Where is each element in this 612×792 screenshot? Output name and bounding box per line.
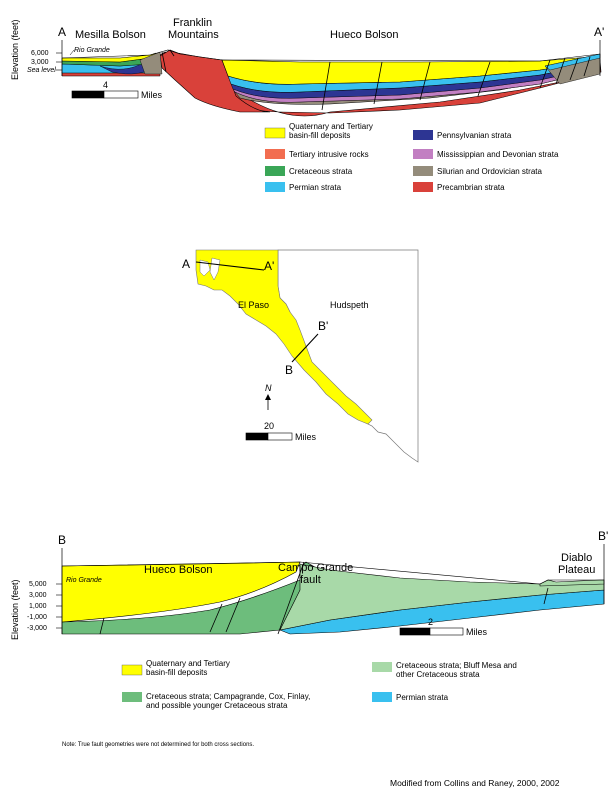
legend-a-label-7: Precambrian strata bbox=[437, 183, 505, 192]
map-notch-left bbox=[199, 259, 211, 277]
legend-b-swatch-0 bbox=[121, 664, 143, 676]
legend-a-label-4: Pennsylvanian strata bbox=[437, 131, 512, 140]
map-b-prime: B' bbox=[318, 319, 328, 333]
rio-grande-a: Rio Grande bbox=[74, 47, 110, 54]
legend-a-swatch-3 bbox=[265, 182, 285, 192]
legend-b-label-3: Permian strata bbox=[396, 693, 449, 702]
faults-a bbox=[161, 49, 591, 111]
ylabel-b: Elevation (feet) bbox=[10, 579, 20, 640]
legend-b-label-2: Cretaceous strata; Bluff Mesa and bbox=[396, 661, 517, 670]
fault-label-2: fault bbox=[300, 574, 321, 586]
region-franklin: Franklin bbox=[173, 17, 212, 29]
figure-note: Note: True fault geometries were not det… bbox=[62, 742, 254, 748]
map-hudspeth: Hudspeth bbox=[330, 300, 369, 310]
tick-a-3000: 3,000 bbox=[31, 59, 49, 66]
map-line-b bbox=[291, 333, 319, 363]
legend-a-swatch-4 bbox=[413, 130, 433, 140]
figure-credit: Modified from Collins and Raney, 2000, 2… bbox=[390, 778, 560, 788]
tick-b-minus1000: -1,000 bbox=[27, 614, 47, 621]
legend-a-label-0: Quaternary and Tertiary bbox=[289, 122, 373, 131]
region-mesilla: Mesilla Bolson bbox=[75, 29, 146, 41]
legend-a-swatch-0 bbox=[264, 127, 286, 139]
scale-b-value: 2 bbox=[428, 617, 433, 627]
map-a-prime: A' bbox=[264, 259, 274, 273]
legend-a-label-1: Tertiary intrusive rocks bbox=[289, 150, 369, 159]
rio-grande-b: Rio Grande bbox=[66, 577, 102, 584]
b-basin-fill bbox=[61, 561, 301, 623]
map-b: B bbox=[285, 363, 293, 377]
el-paso-county bbox=[195, 249, 373, 425]
tick-b-3000: 3,000 bbox=[29, 592, 47, 599]
legend-a-label-0b: basin-fill deposits bbox=[289, 131, 350, 140]
label-b-prime: B' bbox=[598, 529, 608, 543]
cross-section-a: A A' Elevation (feet) 6,000 3,000 Sea le… bbox=[10, 17, 604, 117]
legend-b-swatch-2 bbox=[372, 662, 392, 672]
legend-b-label-0: Quaternary and Tertiary bbox=[146, 659, 230, 668]
legend-a-swatch-7 bbox=[413, 182, 433, 192]
region-hueco-b: Hueco Bolson bbox=[144, 564, 213, 576]
legend-b-label-2b: other Cretaceous strata bbox=[396, 670, 480, 679]
legend-b-label-1b: and possible younger Cretaceous strata bbox=[146, 701, 288, 710]
mesilla-grey bbox=[139, 51, 163, 75]
legend-b-label-0b: basin-fill deposits bbox=[146, 668, 207, 677]
scale-a-value: 4 bbox=[103, 80, 108, 90]
map-line-a bbox=[195, 261, 265, 271]
surface-a bbox=[61, 49, 601, 62]
tick-a-sea-level: Sea level bbox=[27, 67, 56, 74]
plateau-label-2: Plateau bbox=[558, 564, 595, 576]
legend-b: Quaternary and Tertiary basin-fill depos… bbox=[121, 659, 517, 710]
legend-a-label-6: Silurian and Ordovician strata bbox=[437, 167, 542, 176]
legend-a: Quaternary and Tertiary basin-fill depos… bbox=[264, 122, 559, 192]
map-scale-unit: Miles bbox=[295, 432, 317, 442]
tick-b-1000: 1,000 bbox=[29, 603, 47, 610]
faults-b bbox=[99, 561, 549, 635]
fault-label-1: Campo Grande bbox=[278, 562, 353, 574]
scale-a-unit: Miles bbox=[141, 90, 163, 100]
tick-a-6000: 6,000 bbox=[31, 50, 49, 57]
hueco-basin-fill bbox=[221, 53, 601, 85]
legend-a-label-5: Mississippian and Devonian strata bbox=[437, 150, 559, 159]
plateau-label-1: Diablo bbox=[561, 552, 592, 564]
b-cretaceous-dark bbox=[61, 561, 321, 635]
map-scale-value: 20 bbox=[264, 421, 274, 431]
scale-b-unit: Miles bbox=[466, 627, 488, 637]
cross-section-b: B B' Elevation (feet) 5,000 3,000 1,000 … bbox=[10, 529, 608, 640]
legend-a-swatch-2 bbox=[265, 166, 285, 176]
north-arrow-icon bbox=[265, 394, 271, 410]
region-hueco-a: Hueco Bolson bbox=[330, 29, 399, 41]
label-a-prime: A' bbox=[594, 25, 604, 39]
legend-a-swatch-6 bbox=[413, 166, 433, 176]
legend-a-swatch-5 bbox=[413, 149, 433, 159]
surface-b bbox=[61, 561, 604, 585]
map-el-paso: El Paso bbox=[238, 300, 269, 310]
location-map: A A' B B' El Paso Hudspeth N 20 Miles bbox=[182, 249, 419, 463]
legend-b-label-1: Cretaceous strata; Campagrande, Cox, Fin… bbox=[146, 692, 310, 701]
label-b: B bbox=[58, 533, 66, 547]
legend-a-label-2: Cretaceous strata bbox=[289, 167, 353, 176]
legend-a-swatch-1 bbox=[265, 149, 285, 159]
label-a: A bbox=[58, 25, 66, 39]
legend-a-label-3: Permian strata bbox=[289, 183, 342, 192]
map-north: N bbox=[265, 383, 272, 393]
tick-b-minus3000: -3,000 bbox=[27, 625, 47, 632]
legend-b-swatch-1 bbox=[122, 692, 142, 702]
map-a: A bbox=[182, 257, 190, 271]
ylabel-a: Elevation (feet) bbox=[10, 19, 20, 80]
region-mountains: Mountains bbox=[168, 29, 219, 41]
legend-b-swatch-3 bbox=[372, 692, 392, 702]
tick-b-5000: 5,000 bbox=[29, 581, 47, 588]
